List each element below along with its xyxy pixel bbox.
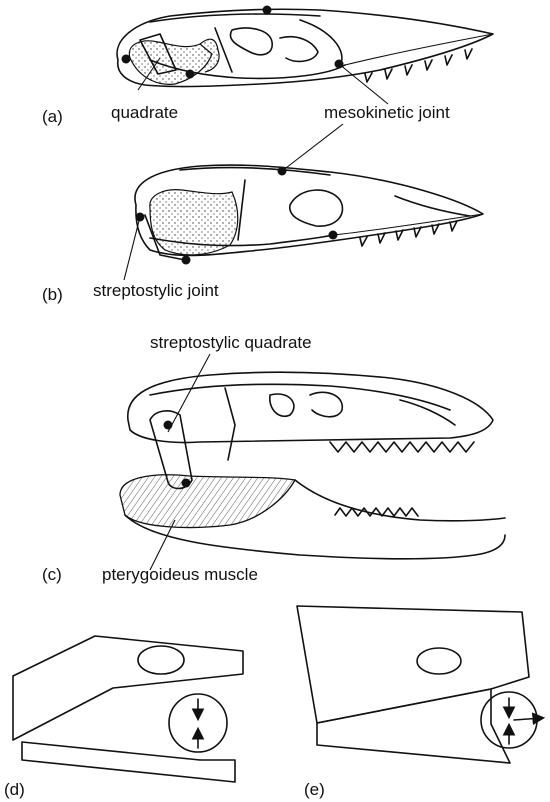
skull-b [124,165,483,280]
skull-c [120,372,505,570]
streptostylic-quadrate-label: streptostylic quadrate [150,333,312,352]
panel-c-letter: (c) [42,565,62,584]
quadrate-label: quadrate [111,103,178,122]
skull-a [117,6,493,105]
panel-a-letter: (a) [42,107,63,126]
model-e [297,606,542,763]
mesokinetic-leader-line [282,124,343,171]
streptostylic-joint-label: streptostylic joint [93,281,219,300]
panel-e-letter: (e) [304,780,325,799]
streptostylic-quadrate-leader [168,354,210,432]
panel-d-letter: (d) [4,780,25,799]
pterygoideus-muscle-label: pterygoideus muscle [102,565,258,584]
model-d [13,636,243,782]
panel-b-letter: (b) [42,285,63,304]
mesokinetic-joint-label: mesokinetic joint [324,103,450,122]
